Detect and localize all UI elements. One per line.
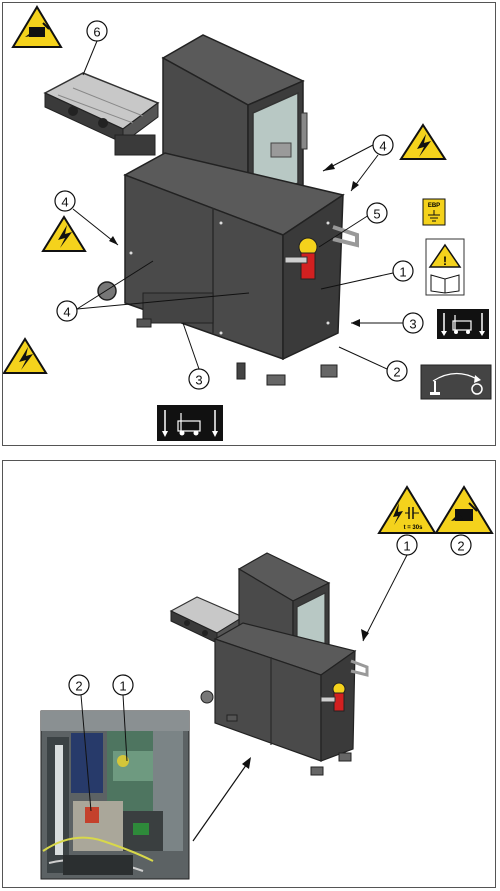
cabinet-interior-photo [41, 711, 189, 879]
callout-4: 4 [373, 135, 393, 155]
read-manual-sign: ! [426, 239, 464, 295]
svg-text:6: 6 [93, 25, 100, 40]
svg-text:1: 1 [403, 539, 410, 554]
callout-2: 2 [387, 361, 407, 381]
earth-sign-text: EBP [428, 203, 440, 209]
callout-2: 2 [69, 675, 89, 695]
forklift-sign [437, 309, 489, 339]
callout-6: 6 [87, 21, 107, 41]
svg-text:1: 1 [119, 679, 126, 694]
electrical-warning-icon [401, 125, 445, 159]
crush-hazard-warning-icon [13, 7, 61, 47]
callout-1: 1 [397, 535, 417, 555]
callout-1: 1 [113, 675, 133, 695]
callout-4: 4 [57, 301, 77, 321]
svg-text:4: 4 [379, 139, 386, 154]
top-diagram: EBP ! [3, 3, 495, 445]
svg-text:2: 2 [75, 679, 82, 694]
forklift-sign [157, 405, 223, 441]
door-handle [301, 113, 307, 149]
callout-1: 1 [393, 261, 413, 281]
svg-text:4: 4 [61, 195, 68, 210]
earth-bonding-sign: EBP [423, 199, 445, 225]
svg-text:3: 3 [409, 317, 416, 332]
conveyor-unit [45, 73, 158, 155]
callout-2: 2 [451, 535, 471, 555]
photo-pointer-arrow [193, 757, 251, 841]
svg-text:1: 1 [399, 265, 406, 280]
svg-text:3: 3 [195, 373, 202, 388]
callout-3: 3 [403, 313, 423, 333]
caster-lock-sign [421, 365, 491, 399]
svg-text:2: 2 [393, 365, 400, 380]
capacitor-discharge-warning-icon: t = 30s [379, 487, 435, 533]
svg-text:!: ! [443, 254, 447, 268]
electrical-warning-icon [4, 339, 46, 373]
electrical-warning-icon [43, 217, 85, 251]
callout-3: 3 [189, 369, 209, 389]
callout-4: 4 [55, 191, 75, 211]
callout-5: 5 [367, 203, 387, 223]
capacitor-sign-text: t = 30s [404, 525, 424, 531]
svg-text:2: 2 [457, 539, 464, 554]
bottom-diagram: t = 30s [3, 461, 495, 887]
svg-text:5: 5 [373, 207, 380, 222]
top-panel: EBP ! [2, 2, 496, 446]
crush-hazard-warning-icon [436, 487, 492, 533]
bottom-panel: t = 30s [2, 460, 496, 888]
svg-text:4: 4 [63, 305, 70, 320]
earth-terminal-red-icon [85, 807, 99, 823]
